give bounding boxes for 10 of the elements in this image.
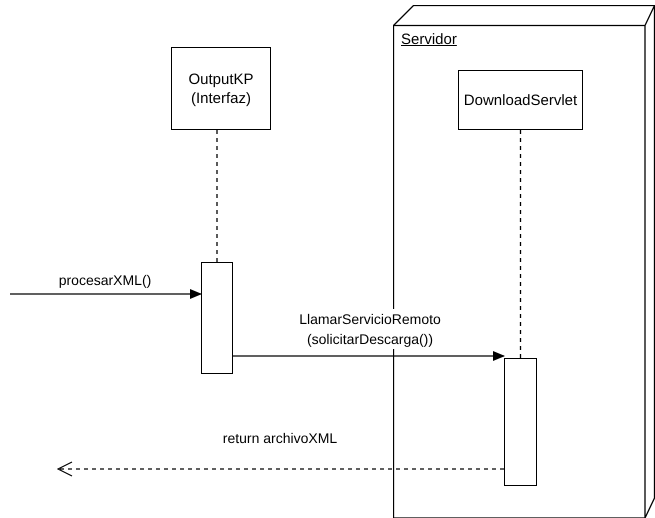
- message-arrow: [57, 461, 504, 477]
- message-arrow: [10, 289, 202, 299]
- lifeline: [216, 130, 218, 262]
- activation-bar: [201, 262, 233, 374]
- lifeline-box: OutputKP (Interfaz): [171, 47, 271, 130]
- message-arrow: [233, 351, 505, 361]
- activation-bar: [504, 358, 537, 486]
- lifeline-box: DownloadServlet: [458, 70, 583, 130]
- lifeline: [520, 130, 522, 358]
- node-title: Servidor: [401, 32, 457, 47]
